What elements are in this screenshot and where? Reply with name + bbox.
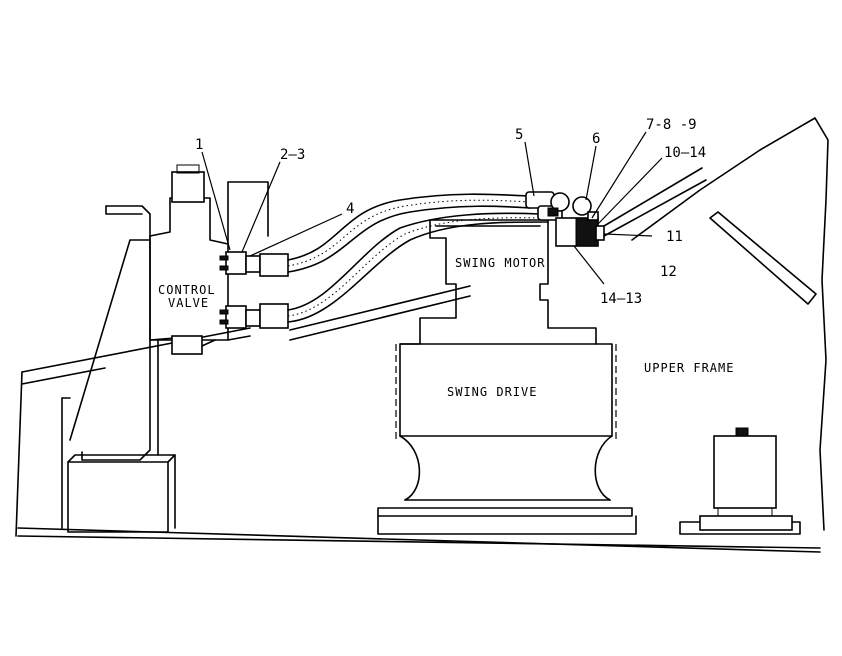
hoses	[287, 193, 549, 341]
callout-11: 11	[666, 229, 683, 245]
valve-bracket	[69, 205, 176, 461]
callout-7-8-9: 7-8 -9	[646, 117, 697, 133]
component-labels: CONTROL VALVE SWING MOTOR SWING DRIVE UP…	[158, 256, 734, 399]
label-swing-drive: SWING DRIVE	[447, 385, 537, 399]
upper-frame-outline	[15, 117, 829, 553]
swing-drive	[377, 343, 637, 535]
label-swing-motor: SWING MOTOR	[455, 256, 545, 270]
callout-1: 1	[195, 137, 203, 153]
callout-5: 5	[515, 127, 523, 143]
swing-motor	[399, 219, 597, 345]
motor-fittings	[525, 191, 605, 247]
callout-6: 6	[592, 131, 600, 147]
right-frame-members	[603, 167, 817, 305]
label-valve: VALVE	[168, 296, 209, 310]
leader-lines	[201, 131, 663, 285]
callouts: 1 2–3 4 5 6 7-8 -9 10–14 11 12 14–13	[195, 117, 706, 307]
left-tank	[61, 397, 176, 533]
callout-10-14: 10–14	[664, 145, 706, 161]
callout-4: 4	[346, 201, 354, 217]
label-control: CONTROL	[158, 283, 216, 297]
callout-2-3: 2–3	[280, 147, 305, 163]
filter-canister	[699, 427, 793, 531]
callout-14-13: 14–13	[600, 291, 642, 307]
control-valve	[149, 164, 289, 355]
label-upper-frame: UPPER FRAME	[644, 361, 734, 375]
callout-12: 12	[660, 264, 677, 280]
